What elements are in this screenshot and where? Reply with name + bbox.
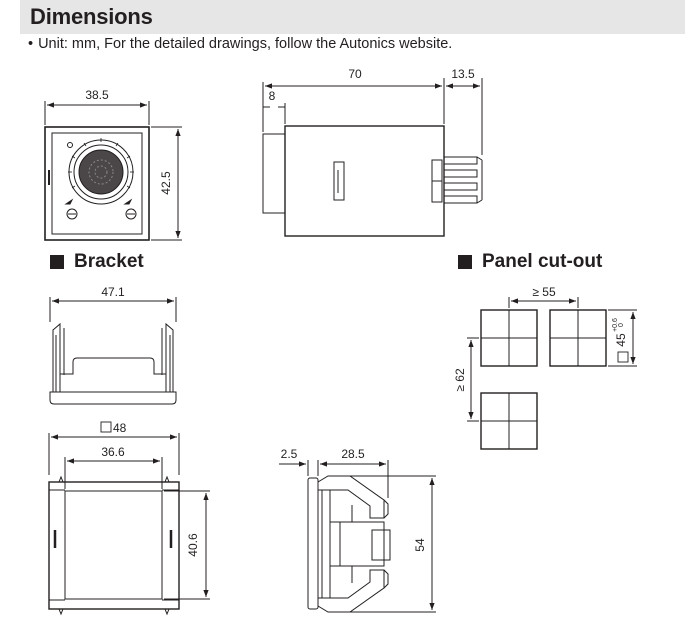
bracket-front-view <box>48 433 210 616</box>
bracket-width-label: 47.1 <box>101 285 125 299</box>
bullet-icon: • <box>28 36 34 52</box>
cutout-size-label: 45 <box>614 333 628 347</box>
unit-note: •Unit: mm, For the detailed drawings, fo… <box>28 36 452 52</box>
bracket-inner-height-label: 40.6 <box>186 533 200 557</box>
title-bar: Dimensions <box>20 0 685 34</box>
bracket-top-view <box>49 297 177 405</box>
panel-cutout-heading-text: Panel cut-out <box>482 251 603 272</box>
cutout-tol-upper-label: +0.6 <box>612 318 619 332</box>
bracket-side-view <box>279 460 436 613</box>
side-pins-label: 13.5 <box>451 67 475 81</box>
square-bullet-icon <box>458 255 472 269</box>
cutout-pitch-h-label: ≥ 55 <box>532 285 556 299</box>
side-front-label: 8 <box>269 89 276 103</box>
page-title: Dimensions <box>30 4 153 29</box>
bracket-heading: Bracket <box>50 251 144 273</box>
dimension-labels: 38.5 42.5 70 13.5 8 47.1 48 36.6 40.6 2.… <box>85 67 629 557</box>
bracket-square-label: 48 <box>113 421 127 435</box>
bracket-heading-text: Bracket <box>74 251 144 272</box>
cutout-tol-lower-label: 0 <box>618 323 625 327</box>
panel-cutout-heading: Panel cut-out <box>458 251 602 273</box>
front-height-label: 42.5 <box>159 171 173 195</box>
bracket-inner-width-label: 36.6 <box>101 445 125 459</box>
bracket-side-thickness-label: 2.5 <box>281 447 298 461</box>
side-view <box>262 78 483 237</box>
front-width-label: 38.5 <box>85 88 109 102</box>
side-length-label: 70 <box>348 67 362 81</box>
cutout-pitch-v-label: ≥ 62 <box>453 368 467 392</box>
panel-cutout <box>467 297 637 450</box>
square-bullet-icon <box>50 255 64 269</box>
bracket-side-depth-label: 28.5 <box>341 447 365 461</box>
unit-note-text: Unit: mm, For the detailed drawings, fol… <box>38 36 453 52</box>
square-symbol-icon <box>100 421 112 433</box>
square-symbol-icon <box>617 351 629 363</box>
bracket-side-height-label: 54 <box>413 538 427 552</box>
front-view <box>44 101 182 241</box>
